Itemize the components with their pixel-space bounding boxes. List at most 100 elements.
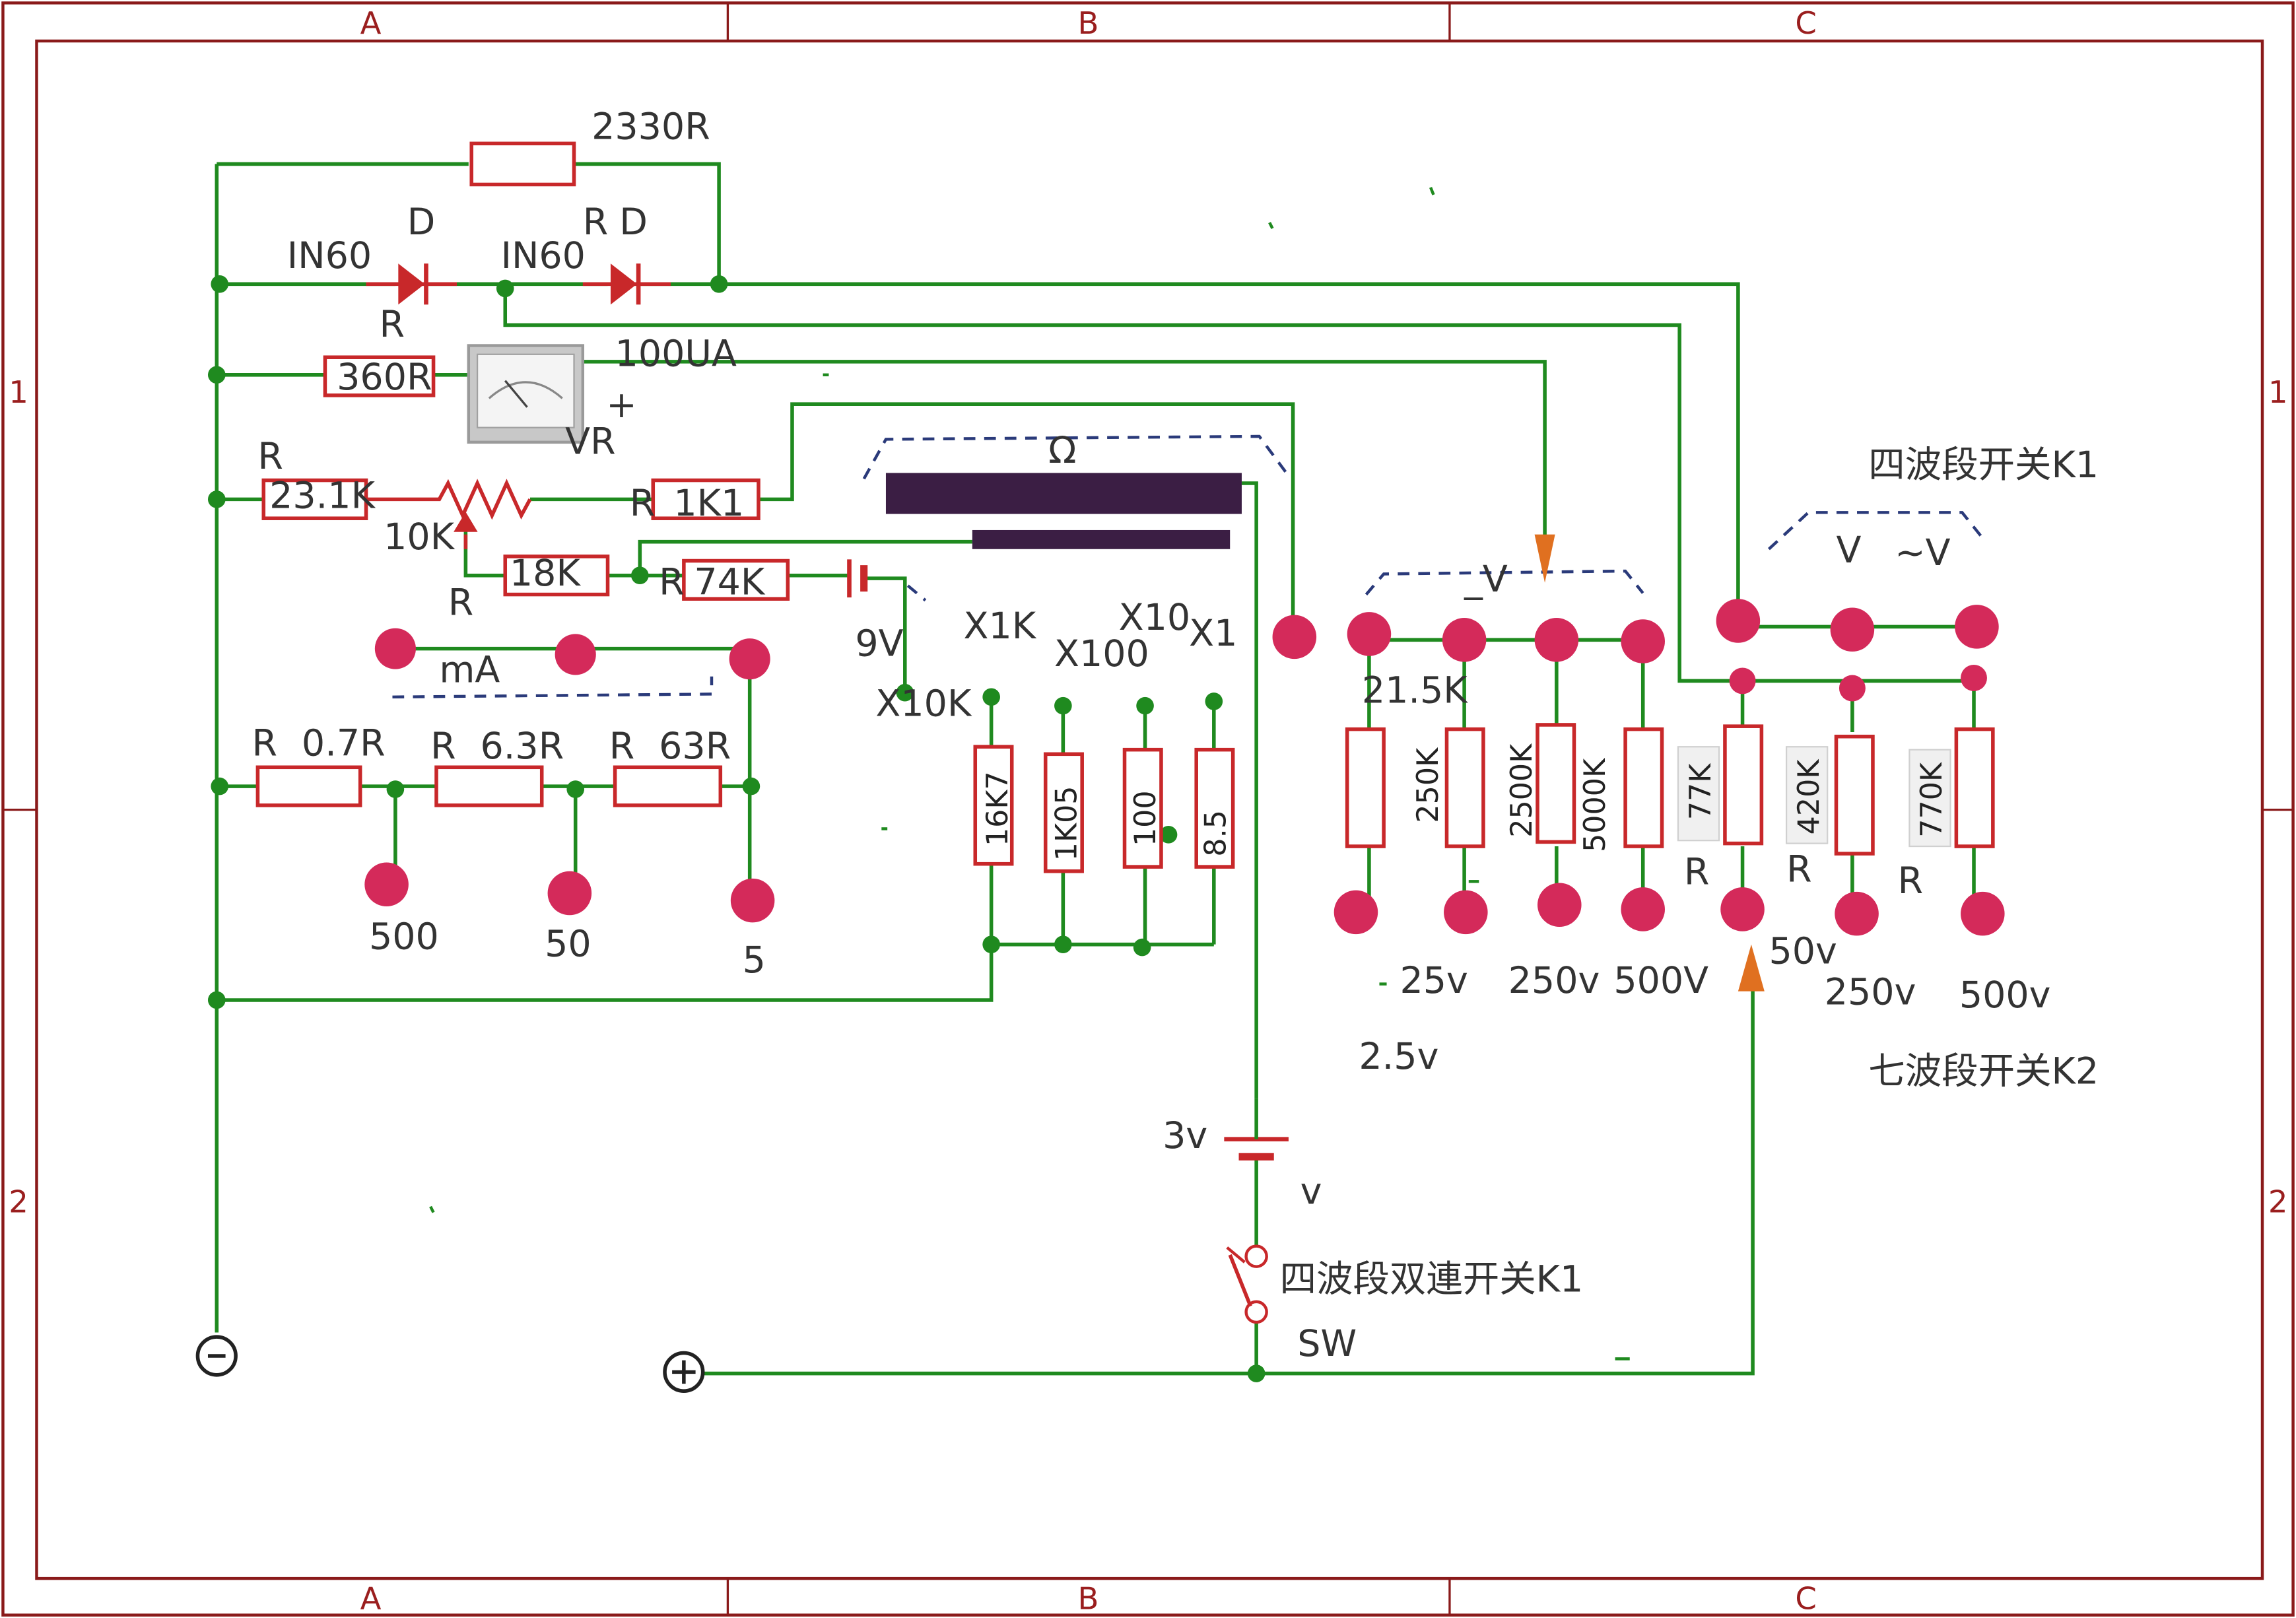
terminal-ac-250v	[1835, 891, 1879, 936]
diode-d2	[582, 263, 671, 305]
label-0-7r-ref: R	[252, 723, 278, 765]
label-500v: 500V	[1613, 960, 1708, 1002]
label-5000k: 5000K	[1578, 757, 1612, 852]
label-77k-ref: R	[1684, 852, 1710, 894]
label-100ua: 100UA	[615, 333, 737, 376]
stray-marks	[429, 187, 1630, 1361]
label-1k1-ref: R	[630, 483, 656, 525]
resistor-18k	[503, 555, 610, 597]
junction-nodes	[207, 275, 1266, 1382]
label-2330r: 2330R	[591, 106, 710, 149]
terminal-ma-right	[729, 638, 770, 680]
label-1k05: 1K05	[1050, 786, 1083, 861]
zone-2-right: 2	[2268, 1184, 2288, 1220]
terminal-ac-500v	[1961, 891, 2005, 936]
terminal-acv-1	[1716, 599, 1761, 643]
zone-b-top: B	[1078, 5, 1099, 41]
terminals	[364, 599, 2005, 936]
switch-dashes	[392, 434, 1987, 699]
probe-jacks	[195, 1335, 705, 1393]
label-ma: mA	[439, 650, 500, 692]
resistors	[255, 141, 1995, 873]
resistor-6-3r	[434, 765, 544, 807]
acv-pointer	[1738, 944, 1765, 992]
label-in60-1: IN60	[287, 235, 372, 277]
label-10k: 10K	[384, 516, 456, 558]
junction-node	[896, 683, 914, 702]
resistor-100	[1122, 747, 1163, 869]
battery-3v	[1224, 1098, 1289, 1161]
wire-meter-out	[582, 360, 1547, 542]
resistor-420k	[1834, 734, 1875, 856]
power-switch-sw	[1226, 1244, 1268, 1324]
label-x100: X100	[1054, 633, 1149, 675]
terminal-50	[547, 871, 592, 916]
wire-bar-down	[1241, 481, 1258, 1098]
label-ac-250v: 250v	[1825, 972, 1916, 1014]
label-x1: X1	[1189, 613, 1237, 655]
zone-c-top: C	[1795, 5, 1817, 41]
zone-a-top: A	[360, 5, 382, 41]
label-d1-ref: D	[407, 201, 436, 244]
label-v-small: v	[1300, 1170, 1322, 1213]
junction-node	[1133, 938, 1151, 957]
terminal-ac-50v	[1720, 887, 1765, 931]
terminal-ma-left	[374, 628, 416, 669]
meter-100ua	[467, 344, 585, 444]
label-74k: 74K	[694, 562, 766, 604]
diode-d1	[366, 263, 457, 305]
label-sw: SW	[1297, 1323, 1357, 1365]
label-pot-r: R	[448, 582, 474, 624]
label-x1k: X1K	[964, 605, 1037, 648]
resistor-5000k	[1623, 727, 1664, 848]
label-k1-title: 四波段开关K1	[1868, 444, 2099, 487]
junction-node	[1159, 826, 1178, 844]
label-ac-500v: 500v	[1959, 974, 2051, 1017]
terminal-250v	[1537, 883, 1582, 927]
junction-node	[710, 275, 728, 293]
label-420k: 420K	[1792, 758, 1826, 835]
junction-node	[982, 688, 1000, 706]
diodes	[366, 263, 671, 305]
resistor-2330r	[469, 141, 576, 187]
zone-c-bottom: C	[1795, 1581, 1817, 1617]
label-23-1k-ref: R	[257, 436, 283, 478]
resistor-21-5k	[1345, 727, 1386, 848]
label-18k: 18K	[510, 553, 582, 595]
resistor-360r	[323, 355, 436, 397]
zone-1-right: 1	[2268, 374, 2288, 410]
label-vr: VR	[565, 421, 615, 463]
label-63r-ref: R	[609, 725, 635, 768]
label-50: 50	[545, 923, 591, 965]
junction-node	[1054, 935, 1072, 953]
label-x10: X10	[1119, 597, 1191, 639]
terminal-5	[730, 878, 775, 923]
terminal-acv-3b	[1961, 665, 1987, 691]
wire-ohm-bottom	[217, 942, 1214, 1002]
label-360r: 360R	[337, 356, 432, 399]
battery-9v	[847, 559, 868, 597]
resistor-0-7r	[255, 765, 362, 807]
label-3v: 3v	[1163, 1115, 1207, 1157]
terminal-dcv-3	[1534, 618, 1579, 662]
zone-2-left: 2	[9, 1184, 28, 1220]
resistor-8-5	[1194, 747, 1235, 869]
label-meter-plus: +	[606, 384, 636, 426]
label-250k: 250K	[1411, 747, 1445, 823]
label-acv-ac: ~V	[1895, 532, 1950, 574]
ohm-dash-tick	[906, 584, 927, 602]
label-k2-title: 七波段开关K2	[1868, 1050, 2099, 1093]
label-d2-ref: D	[619, 201, 648, 244]
acv-dash	[1767, 511, 1987, 551]
terminal-acv-1b	[1729, 667, 1756, 694]
terminal-acv-3	[1955, 605, 1999, 649]
label-770k-ref: R	[1898, 860, 1924, 902]
resistor-250k	[1444, 727, 1485, 848]
label-21-5k: 21.5K	[1362, 670, 1468, 712]
label-2500k: 2500K	[1505, 743, 1539, 838]
label-77k: 77K	[1684, 762, 1718, 820]
terminal-ma-mid	[555, 634, 596, 675]
junction-node	[1136, 696, 1154, 715]
